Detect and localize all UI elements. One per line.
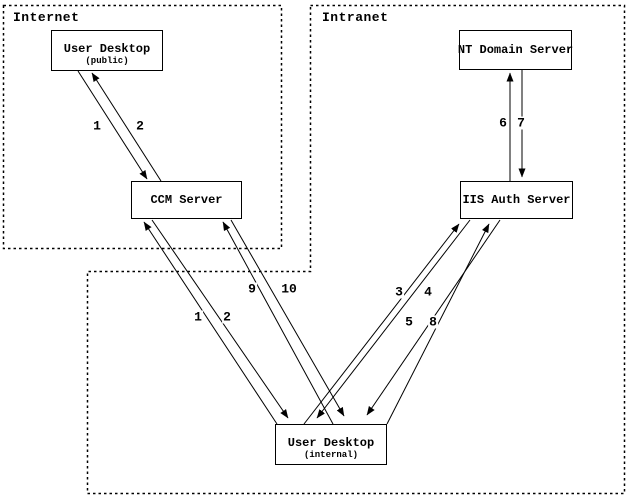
arrow-2-ccm-to-internal-desktop [151,219,289,419]
flow-label-6: 6 [498,115,508,131]
arrow-1-public-desktop-to-ccm [77,70,148,180]
arrow-1-internal-desktop-to-ccm [143,221,278,425]
node-ccm-server-title: CCM Server [150,192,223,207]
flow-label-1-internal: 1 [193,309,203,325]
node-user-desktop-public-subtitle: (public) [85,55,129,66]
flow-label-8: 8 [428,314,438,330]
node-user-desktop-internal: User Desktop (internal) [275,424,387,465]
node-nt-domain-server-title: NT Domain Server [457,42,574,57]
intranet-zone-label: Intranet [322,10,389,25]
node-iis-auth-server: IIS Auth Server [460,181,573,219]
flow-label-2-internal: 2 [222,309,232,325]
flow-label-1-public: 1 [92,118,102,134]
flow-label-7: 7 [516,115,526,131]
flow-label-5: 5 [404,314,414,330]
flow-label-10: 10 [280,281,298,297]
node-user-desktop-internal-title: User Desktop [287,435,375,450]
arrow-4-iis-to-internal-desktop [316,219,471,419]
flow-label-3: 3 [394,284,404,300]
arrow-10-ccm-to-internal-desktop [230,219,345,417]
node-user-desktop-public-title: User Desktop [63,41,151,56]
arrow-2-ccm-to-public-desktop [91,72,162,182]
flow-label-2-public: 2 [135,118,145,134]
node-ccm-server: CCM Server [131,181,242,219]
node-user-desktop-public: User Desktop (public) [51,30,163,71]
internet-zone-label: Internet [13,10,80,25]
arrow-9-internal-desktop-to-ccm [222,221,334,425]
node-iis-auth-server-title: IIS Auth Server [462,192,571,207]
arrow-3-internal-desktop-to-iis [303,223,460,425]
node-nt-domain-server: NT Domain Server [457,30,574,70]
arrow-5-internal-desktop-to-iis [386,223,490,425]
intranet-zone-outline [86,4,626,495]
node-user-desktop-internal-subtitle: (internal) [303,449,358,460]
flow-label-4: 4 [423,284,433,300]
flow-label-9: 9 [247,281,257,297]
internet-zone-outline [2,4,283,250]
